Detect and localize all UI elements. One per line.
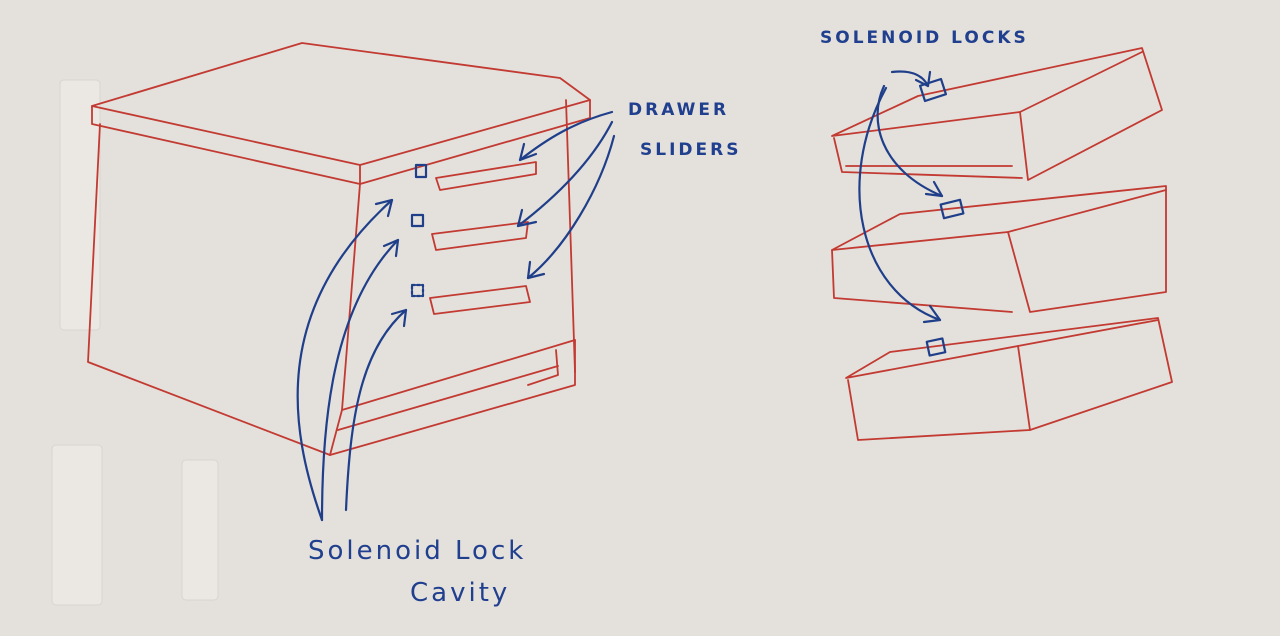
cabinet-sketch bbox=[88, 43, 590, 455]
tape-strips bbox=[52, 80, 218, 605]
drawer-sliders-label-line1: DRAWER bbox=[628, 100, 729, 120]
lock-cavity-2 bbox=[412, 215, 423, 226]
drawer-2-side bbox=[832, 250, 1012, 312]
cabinet-front-left-edge bbox=[342, 184, 360, 410]
cabinet-top bbox=[92, 43, 590, 165]
lock-cavity-3 bbox=[412, 285, 423, 296]
drawer-1-body bbox=[832, 48, 1162, 180]
cabinet-side-panel bbox=[88, 124, 330, 455]
cavity-arrow-3 bbox=[346, 310, 406, 510]
slider-arrows bbox=[518, 112, 614, 278]
cavity-arrow-2 bbox=[322, 240, 398, 520]
drawer-3-side bbox=[848, 380, 1030, 440]
lock-cavity-label-line1: Solenoid Lock bbox=[308, 536, 526, 566]
lock-arrows bbox=[859, 72, 942, 322]
drawer-slider-3 bbox=[430, 286, 530, 314]
drawer-stack-sketch bbox=[832, 48, 1172, 440]
solenoid-locks-label: SOLENOID LOCKS bbox=[820, 28, 1029, 48]
cavity-arrow-1 bbox=[298, 200, 392, 520]
lock-arrow-2 bbox=[878, 86, 942, 196]
cavity-arrows bbox=[298, 200, 406, 520]
drawer-slider-2 bbox=[432, 222, 528, 250]
drawer-slider-1 bbox=[436, 162, 536, 190]
lock-cavity-label-line2: Cavity bbox=[410, 578, 510, 608]
drawer-2-face-top bbox=[1008, 190, 1166, 232]
cabinet-top-edge-left bbox=[92, 106, 360, 184]
drawer-2-body bbox=[832, 186, 1166, 312]
drawer-sliders-label-line2: SLIDERS bbox=[640, 140, 741, 160]
lock-arrow-3 bbox=[859, 88, 940, 320]
drawer-3-body bbox=[846, 318, 1172, 430]
